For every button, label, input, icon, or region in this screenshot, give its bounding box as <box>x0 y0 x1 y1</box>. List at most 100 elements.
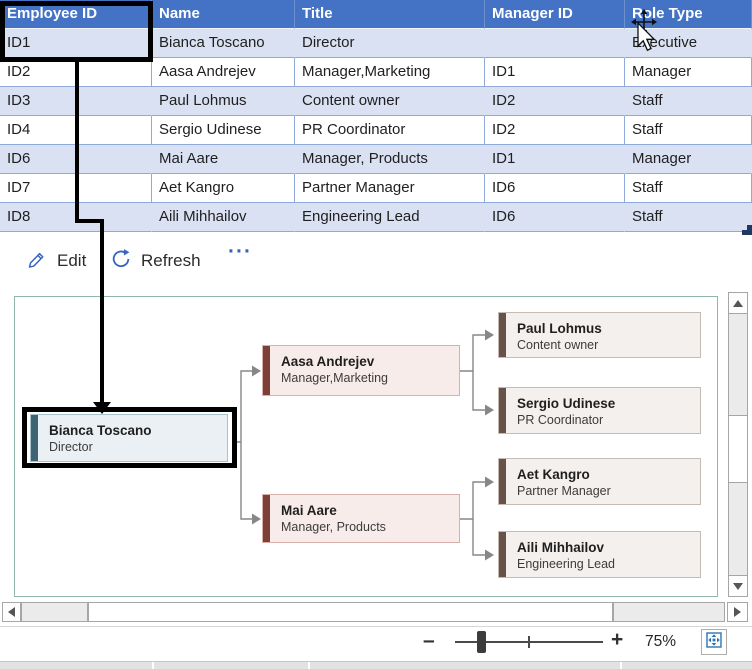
table-cell[interactable]: PR Coordinator <box>295 116 485 145</box>
table-cell[interactable]: Staff <box>625 87 752 116</box>
fit-to-window-icon <box>703 629 725 656</box>
table-cell[interactable]: ID7 <box>0 174 152 203</box>
scroll-right-button[interactable] <box>727 602 748 622</box>
table-cell[interactable]: Aili Mihhailov <box>152 203 295 232</box>
zoom-level-value: 75% <box>645 633 677 650</box>
horizontal-scrollbar-thumb[interactable] <box>88 602 613 622</box>
more-options-button[interactable]: ··· <box>228 240 252 263</box>
vertical-scrollbar-thumb[interactable] <box>728 415 748 483</box>
edit-button-label: Edit <box>57 251 87 270</box>
down-arrow-icon <box>733 582 743 590</box>
node-title: Director <box>49 440 93 454</box>
node-name: Aili Mihhailov <box>517 540 605 555</box>
node-color-bar <box>263 346 270 395</box>
zoom-slider-center-tick <box>528 636 530 648</box>
org-node-sergio-udinese[interactable]: Sergio Udinese PR Coordinator <box>498 387 701 434</box>
scroll-down-button[interactable] <box>728 575 748 597</box>
table-cell[interactable]: Aasa Andrejev <box>152 58 295 87</box>
table-cell[interactable]: Paul Lohmus <box>152 87 295 116</box>
node-title: Manager,Marketing <box>281 371 389 385</box>
node-title: Partner Manager <box>517 484 611 498</box>
table-cell[interactable]: Staff <box>625 116 752 145</box>
table-cell[interactable]: ID2 <box>485 116 625 145</box>
table-cell[interactable]: ID3 <box>0 87 152 116</box>
node-name: Mai Aare <box>281 503 337 518</box>
table-cell[interactable]: Aet Kangro <box>152 174 295 203</box>
up-arrow-icon <box>733 299 743 307</box>
node-color-bar <box>499 388 506 433</box>
table-cell[interactable] <box>485 29 625 58</box>
node-name: Bianca Toscano <box>49 423 152 438</box>
table-header-cell[interactable]: Employee ID <box>0 0 152 29</box>
table-cell[interactable]: Bianca Toscano <box>152 29 295 58</box>
refresh-button-label: Refresh <box>141 251 201 270</box>
table-cell[interactable]: Sergio Udinese <box>152 116 295 145</box>
scroll-left-button[interactable] <box>2 602 21 622</box>
table-cell[interactable]: ID2 <box>485 87 625 116</box>
fit-to-window-button[interactable] <box>701 629 727 655</box>
table-cell[interactable]: Executive <box>625 29 752 58</box>
table-header-cell[interactable]: Role Type <box>625 0 752 29</box>
table-cell[interactable]: ID4 <box>0 116 152 145</box>
divider <box>0 626 752 627</box>
scroll-up-button[interactable] <box>728 292 748 314</box>
table-cell[interactable]: Partner Manager <box>295 174 485 203</box>
org-node-aili-mihhailov[interactable]: Aili Mihhailov Engineering Lead <box>498 531 701 578</box>
node-color-bar <box>499 532 506 577</box>
divider <box>308 662 310 669</box>
scrollbar-track[interactable] <box>21 602 88 622</box>
table-cell[interactable]: Director <box>295 29 485 58</box>
org-node-mai-aare[interactable]: Mai Aare Manager, Products <box>262 494 460 543</box>
table-cell[interactable]: Manager,Marketing <box>295 58 485 87</box>
right-arrow-icon <box>734 607 741 617</box>
table-cell[interactable]: ID2 <box>0 58 152 87</box>
table-cell[interactable]: Manager, Products <box>295 145 485 174</box>
table-cell[interactable]: ID6 <box>0 145 152 174</box>
node-title: Manager, Products <box>281 520 386 534</box>
table-cell[interactable]: ID8 <box>0 203 152 232</box>
node-title: Content owner <box>517 338 599 352</box>
table-cell[interactable]: Content owner <box>295 87 485 116</box>
table-cell[interactable]: Manager <box>625 58 752 87</box>
org-node-paul-lohmus[interactable]: Paul Lohmus Content owner <box>498 312 701 358</box>
zoom-slider-thumb[interactable] <box>477 631 486 653</box>
table-cell[interactable]: Mai Aare <box>152 145 295 174</box>
table-cell[interactable]: ID1 <box>485 58 625 87</box>
table-cell[interactable]: ID1 <box>0 29 152 58</box>
org-node-aet-kangro[interactable]: Aet Kangro Partner Manager <box>498 458 701 505</box>
node-color-bar <box>263 495 270 542</box>
horizontal-scrollbar[interactable] <box>2 602 748 622</box>
org-node-bianca-toscano[interactable]: Bianca Toscano Director <box>30 414 228 462</box>
org-node-aasa-andrejev[interactable]: Aasa Andrejev Manager,Marketing <box>262 345 460 396</box>
refresh-button[interactable]: Refresh <box>110 246 201 276</box>
table-cell[interactable]: Manager <box>625 145 752 174</box>
table-header-cell[interactable]: Title <box>295 0 485 29</box>
pencil-icon <box>26 248 48 275</box>
zoom-out-button[interactable]: – <box>423 629 435 652</box>
vertical-scrollbar[interactable] <box>728 292 748 597</box>
table-cell[interactable]: ID1 <box>485 145 625 174</box>
table-header-cell[interactable]: Name <box>152 0 295 29</box>
edit-button[interactable]: Edit <box>26 246 86 276</box>
table-cell[interactable]: Engineering Lead <box>295 203 485 232</box>
table-cell[interactable]: Staff <box>625 203 752 232</box>
scrollbar-track[interactable] <box>613 602 725 622</box>
table-cell[interactable]: Staff <box>625 174 752 203</box>
node-name: Sergio Udinese <box>517 396 616 411</box>
zoom-in-button[interactable]: + <box>611 628 624 651</box>
node-name: Aasa Andrejev <box>281 354 375 369</box>
table-cell[interactable]: ID6 <box>485 174 625 203</box>
node-color-bar <box>499 459 506 504</box>
table-resize-handle[interactable] <box>742 230 752 235</box>
table-header-cell[interactable]: Manager ID <box>485 0 625 29</box>
table-cell[interactable]: ID6 <box>485 203 625 232</box>
